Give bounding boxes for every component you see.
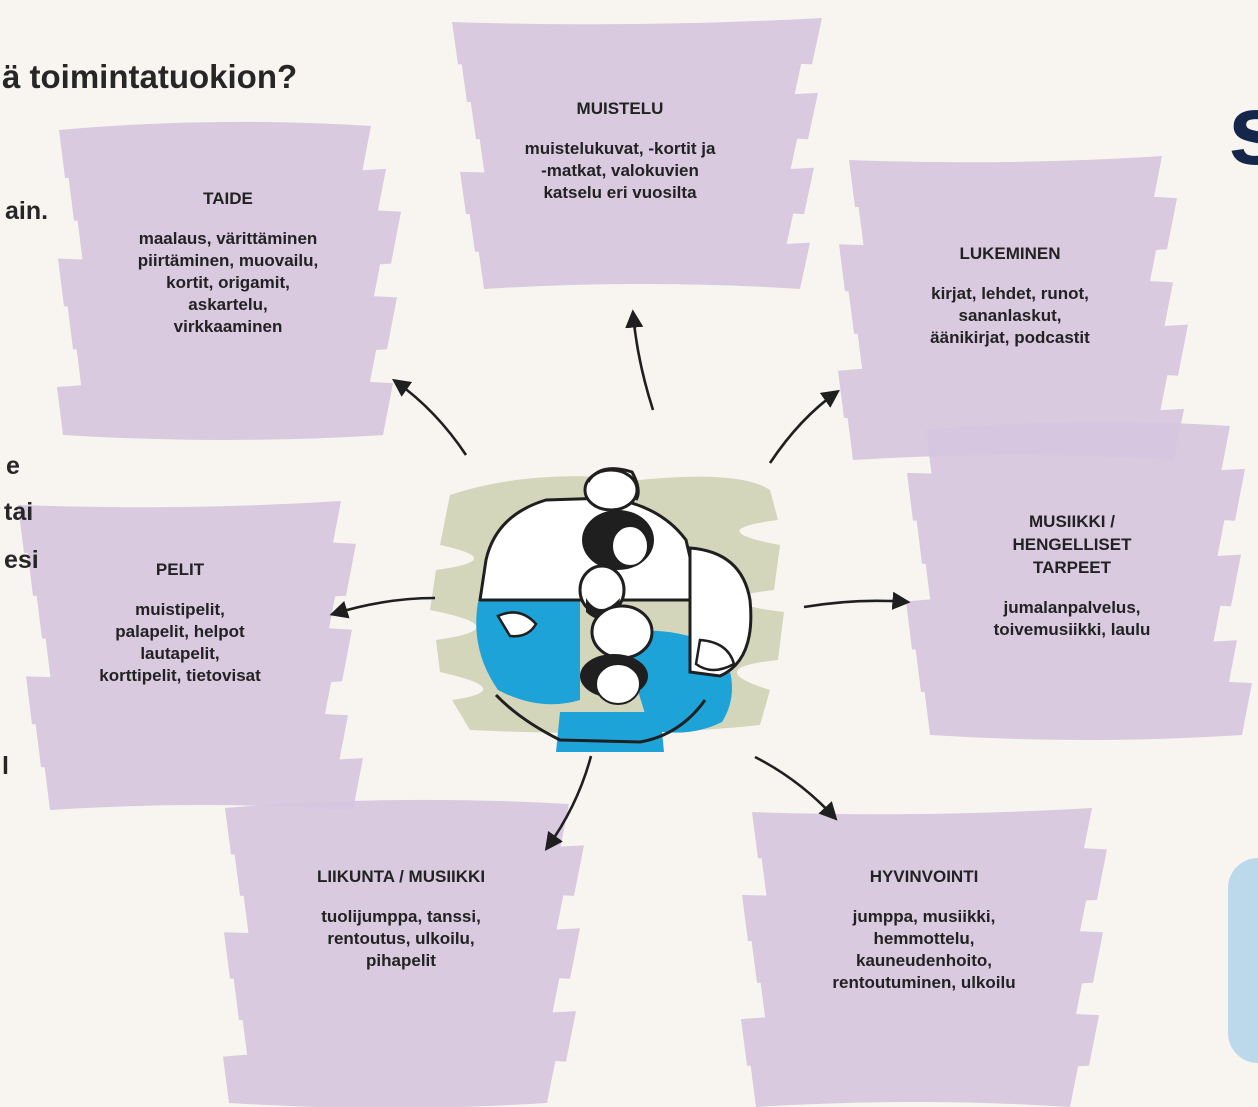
page-heading: ä toimintatuokion? <box>2 58 298 95</box>
group-hug-illustration <box>430 467 784 752</box>
cut-off-text-3: tai <box>4 498 34 526</box>
cut-off-text-5: l <box>2 752 9 780</box>
brush-stroke-pelit <box>18 501 363 810</box>
arrow-to-taide <box>392 378 468 456</box>
category-card-hyvinvointi: HYVINVOINTI jumppa, musiikki, hemmottelu… <box>774 865 1074 994</box>
category-body: muistipelit, palapelit, helpot lautapeli… <box>99 600 261 685</box>
category-card-pelit: PELIT muistipelit, palapelit, helpot lau… <box>30 558 330 687</box>
category-title: MUISTELU <box>576 99 664 118</box>
arrow-to-hyvinvointi <box>754 755 838 821</box>
brush-stroke-liikunta <box>223 799 584 1107</box>
category-title: MUSIIKKI / HENGELLISET TARPEET <box>1012 512 1132 577</box>
arrow-to-liikunta <box>544 755 593 851</box>
category-body: jumppa, musiikki, hemmottelu, kauneudenh… <box>832 907 1016 992</box>
arrow-to-musiikki-hengelliset <box>803 591 911 610</box>
category-body: muistelukuvat, -kortit ja -matkat, valok… <box>524 139 716 202</box>
category-title: TAIDE <box>203 189 253 208</box>
category-title: LIIKUNTA / MUSIIKKI <box>316 867 486 886</box>
brush-stroke-hyvinvointi <box>741 808 1107 1107</box>
cut-off-text-4: esi <box>4 546 39 574</box>
category-card-liikunta: LIIKUNTA / MUSIIKKI tuolijumppa, tanssi,… <box>251 865 551 972</box>
category-body: maalaus, värittäminen piirtäminen, muova… <box>137 229 319 336</box>
category-body: kirjat, lehdet, runot, sananlaskut, ääni… <box>930 284 1090 347</box>
brush-stroke-lukeminen <box>838 156 1188 460</box>
category-card-taide: TAIDE maalaus, värittäminen piirtäminen,… <box>78 187 378 338</box>
category-title: LUKEMINEN <box>959 244 1061 263</box>
arrow-to-muistelu <box>625 309 655 411</box>
category-card-muistelu: MUISTELU muistelukuvat, -kortit ja -matk… <box>470 97 770 204</box>
arrow-to-lukeminen <box>768 389 840 464</box>
category-title: PELIT <box>155 560 205 579</box>
category-card-lukeminen: LUKEMINEN kirjat, lehdet, runot, sananla… <box>860 242 1160 349</box>
cut-off-text-1: ain. <box>5 197 49 225</box>
category-card-musiikki-hengelliset: MUSIIKKI / HENGELLISET TARPEET jumalanpa… <box>922 510 1222 641</box>
category-body: jumalanpalvelus, toivemusiikki, laulu <box>993 598 1151 639</box>
decorative-letter: s <box>1228 74 1258 186</box>
category-title: HYVINVOINTI <box>869 867 979 886</box>
brush-stroke-muistelu <box>452 18 822 289</box>
brush-stroke-taide <box>57 121 401 440</box>
brush-stroke-musiikki-hengelliset <box>906 421 1252 740</box>
arrow-to-pelit <box>329 596 436 619</box>
cut-off-text-2: e <box>6 452 20 480</box>
category-body: tuolijumppa, tanssi, rentoutus, ulkoilu,… <box>321 907 481 970</box>
side-panel <box>1228 858 1258 1063</box>
